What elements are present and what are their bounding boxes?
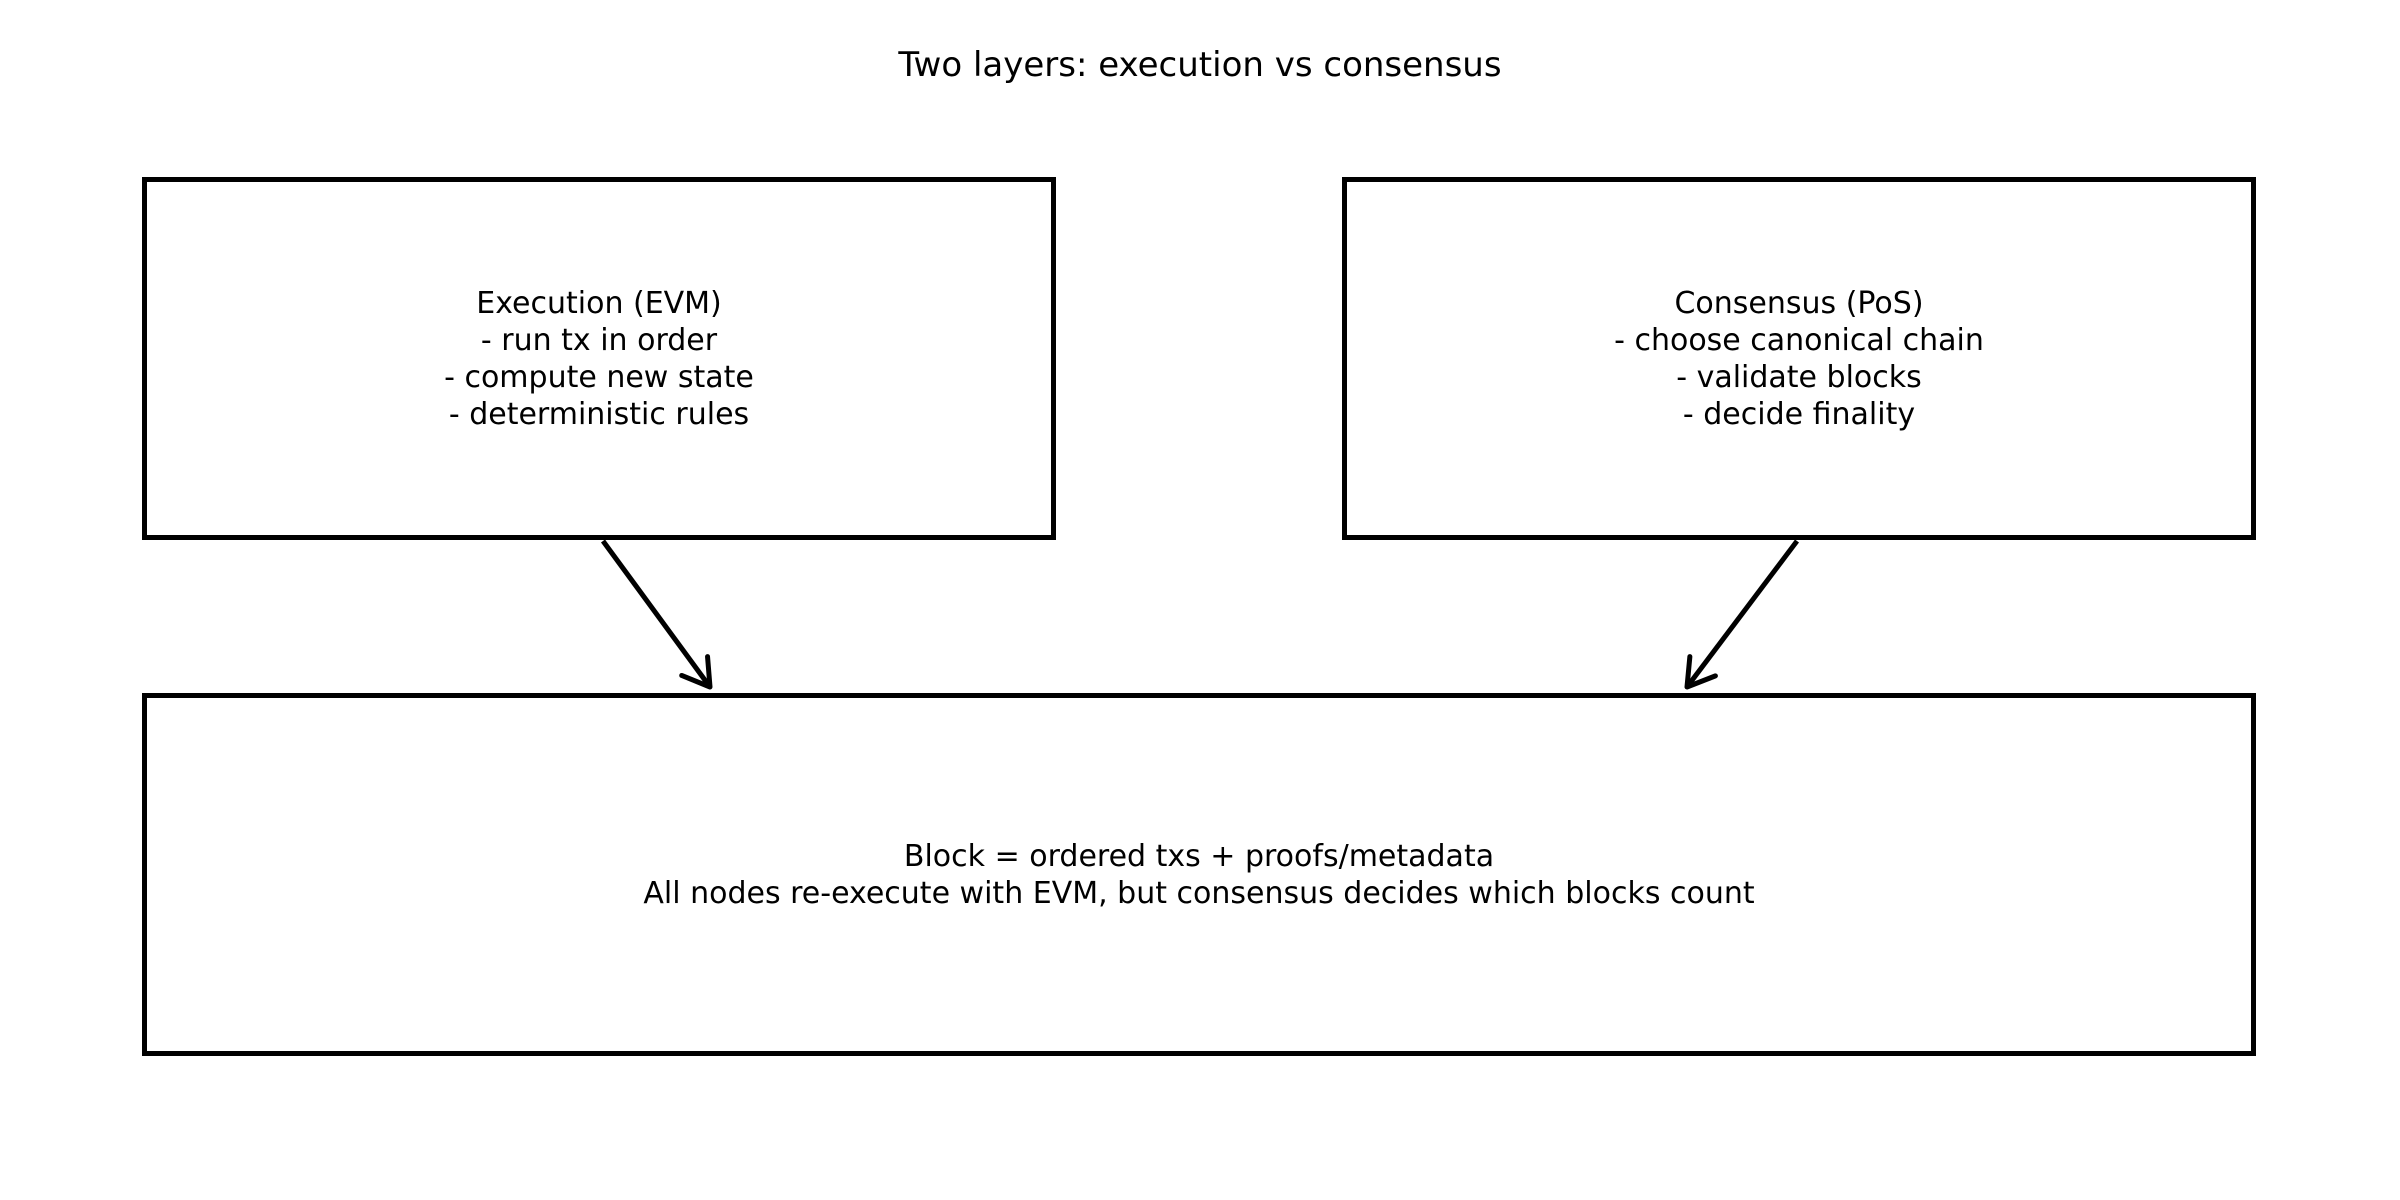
block-box-line-2: All nodes re-execute with EVM, but conse… [643,875,1755,911]
consensus-box-bullet-2: - validate blocks [1676,359,1922,395]
execution-box-bullet-3: - deterministic rules [448,396,750,432]
consensus-box-bullet-1: - choose canonical chain [1614,322,1984,358]
execution-box-bullet-1: - run tx in order [480,322,718,358]
execution-box-bullet-2: - compute new state [444,359,754,395]
arrow-execution-to-block [600,539,713,690]
consensus-box: Consensus (PoS) - choose canonical chain… [1342,177,2256,540]
page-title: Two layers: execution vs consensus [898,45,1502,85]
execution-box: Execution (EVM) - run tx in order - comp… [142,177,1056,540]
consensus-box-bullet-3: - decide finality [1682,396,1916,432]
arrow-consensus-to-block [1684,539,1799,690]
block-box: Block = ordered txs + proofs/metadata Al… [142,693,2256,1056]
consensus-box-heading: Consensus (PoS) [1674,285,1924,321]
block-box-line-1: Block = ordered txs + proofs/metadata [903,838,1495,874]
execution-box-heading: Execution (EVM) [476,285,722,321]
